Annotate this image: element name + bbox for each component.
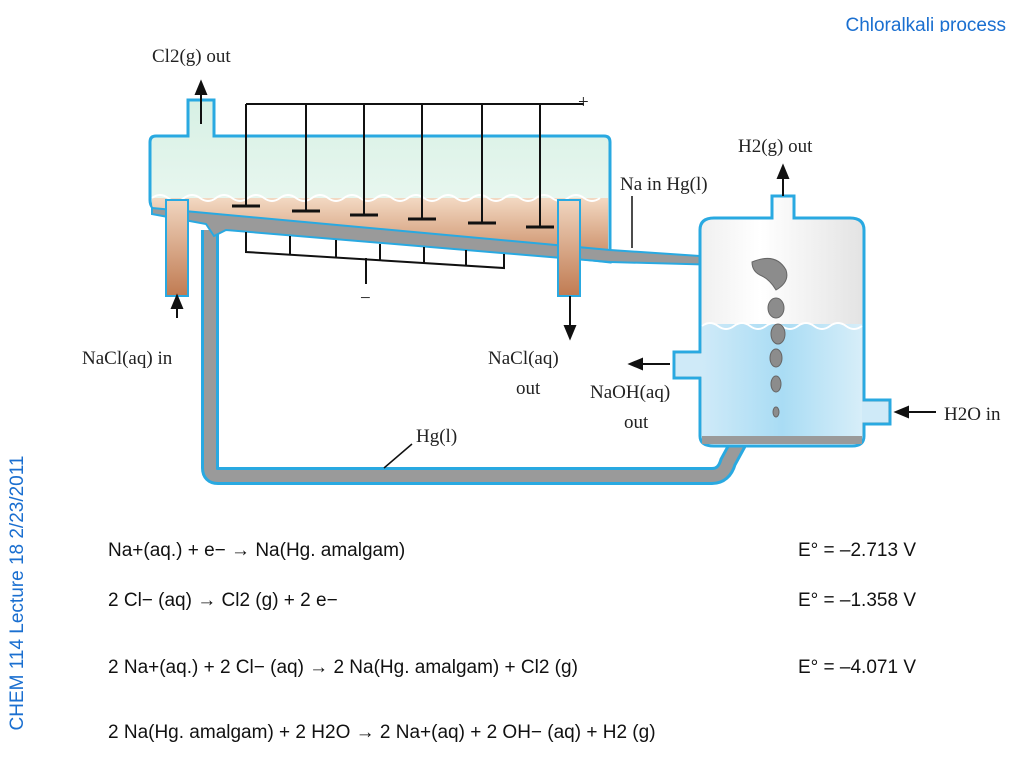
chloralkali-cell-diagram: Cl2(g) out + − Na in Hg(l) H2(g) out NaC…	[82, 46, 1001, 485]
h2-out-label: H2(g) out	[738, 136, 813, 157]
decomposer-tower	[672, 194, 892, 448]
equation-2: 2 Cl− (aq) → Cl2 (g) + 2 e−	[108, 590, 338, 611]
nacl-out-label-line1: NaCl(aq)	[488, 348, 559, 369]
naoh-out-label-line1: NaOH(aq)	[590, 382, 670, 403]
plus-terminal-label: +	[578, 92, 589, 113]
naoh-out-label-line2: out	[624, 412, 649, 433]
na-in-hg-label: Na in Hg(l)	[620, 174, 708, 195]
potential-2: E° = –1.358 V	[798, 590, 916, 611]
equation-3: 2 Na+(aq.) + 2 Cl− (aq) → 2 Na(Hg. amalg…	[108, 657, 578, 678]
hg-leader	[383, 443, 413, 469]
electrolysis-cell	[148, 98, 761, 297]
flow-arrows	[170, 79, 936, 419]
mercury-return-pipe	[201, 230, 748, 485]
anode-assembly	[232, 103, 572, 229]
nacl-in-label: NaCl(aq) in	[82, 348, 173, 369]
hg-liquid-label: Hg(l)	[416, 426, 457, 447]
cl2-out-label: Cl2(g) out	[152, 46, 231, 67]
minus-terminal-label: −	[360, 288, 371, 309]
potential-3: E° = –4.071 V	[798, 657, 916, 678]
cathode-assembly	[245, 232, 505, 284]
nacl-out-label-line2: out	[516, 378, 541, 399]
equation-4: 2 Na(Hg. amalgam) + 2 H2O → 2 Na+(aq) + …	[108, 722, 656, 743]
h2o-in-label: H2O in	[944, 404, 1001, 425]
slide-title: Chloralkali process	[845, 15, 1006, 32]
equation-1: Na+(aq.) + e− → Na(Hg. amalgam)	[108, 540, 406, 561]
mercury-droplets	[751, 257, 788, 418]
potential-1: E° = –2.713 V	[798, 540, 916, 561]
